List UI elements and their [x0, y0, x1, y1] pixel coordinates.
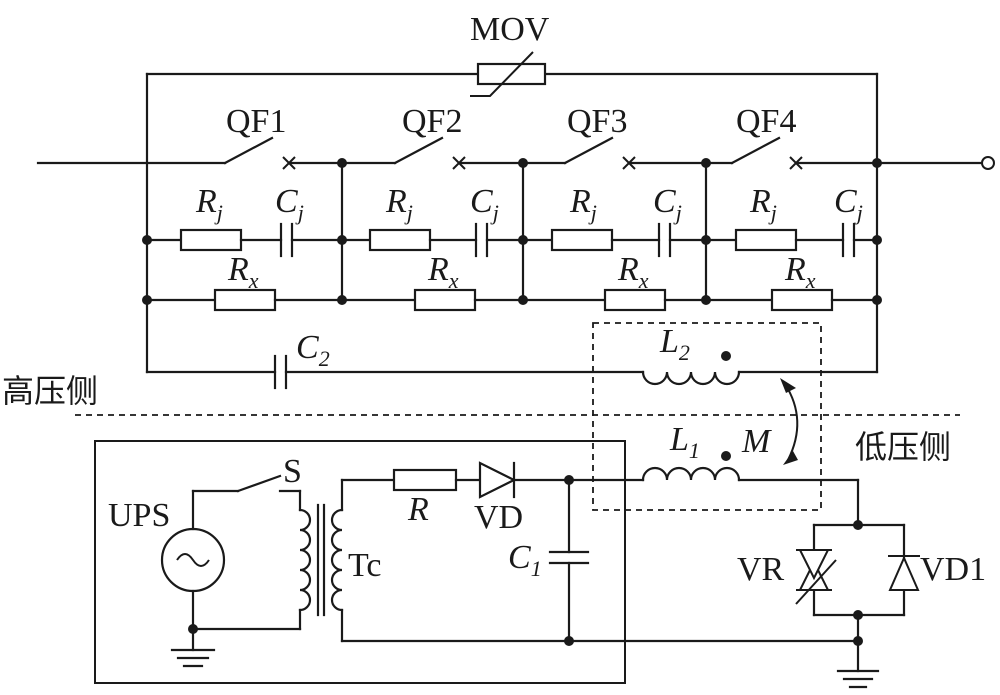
vd-label: VD	[474, 499, 523, 536]
breaker-qf2: QF2	[393, 103, 466, 170]
rx-row	[145, 288, 879, 312]
vr-label: VR	[737, 551, 785, 588]
rj-labels: Rj Rj Rj Rj	[195, 183, 777, 225]
svg-text:C2: C2	[296, 329, 330, 371]
svg-text:Cj: Cj	[834, 183, 863, 225]
svg-text:Rj: Rj	[385, 183, 413, 225]
resistor-rj-3	[550, 228, 614, 252]
charging-box	[94, 440, 626, 684]
transformer-tc: Tc	[278, 478, 382, 643]
resistor-r	[392, 468, 458, 492]
svg-text:Rx: Rx	[227, 251, 259, 293]
svg-text:L2: L2	[659, 323, 690, 365]
high-side-label: 高压侧	[2, 372, 98, 410]
charging-path: R VD C1	[340, 461, 860, 646]
coupling-box	[592, 322, 822, 511]
rj-cj-row	[145, 222, 879, 258]
svg-text:Rx: Rx	[427, 251, 459, 293]
vertical-buses	[145, 72, 879, 374]
low-side-label: 低压侧	[855, 428, 951, 466]
svg-text:Rx: Rx	[784, 251, 816, 293]
svg-text:L1: L1	[669, 421, 700, 463]
resistor-rx-3	[603, 288, 667, 312]
vd1-label: VD1	[920, 551, 986, 588]
mutual-inductance: M	[741, 378, 799, 465]
svg-text:Cj: Cj	[275, 183, 304, 225]
svg-text:M: M	[741, 423, 772, 460]
terminal-node	[981, 156, 995, 170]
resistor-rx-4	[770, 288, 834, 312]
svg-text:Rx: Rx	[617, 251, 649, 293]
ups-source: UPS S	[108, 453, 302, 668]
tc-label: Tc	[348, 547, 382, 584]
svg-text:C1: C1	[508, 539, 542, 581]
rx-labels: Rx Rx Rx Rx	[227, 251, 816, 293]
resistor-rj-2	[368, 228, 432, 252]
junction-dots	[142, 158, 882, 305]
svg-text:Cj: Cj	[653, 183, 682, 225]
mov-label: MOV	[470, 11, 550, 48]
breaker-qf4: QF4	[730, 103, 803, 170]
c2-l2-row: C2 L2	[145, 323, 879, 390]
resistor-rx-1	[213, 288, 277, 312]
r-label: R	[407, 491, 429, 528]
breaker-qf1: QF1	[223, 103, 296, 170]
inductor-l1-group: L1	[641, 421, 860, 482]
qf2-label: QF2	[402, 103, 462, 140]
resistor-rj-1	[179, 228, 243, 252]
svg-text:Rj: Rj	[195, 183, 223, 225]
varistor-vr	[795, 549, 837, 605]
qf3-label: QF3	[567, 103, 627, 140]
ups-label: UPS	[108, 497, 170, 534]
mov-branch: MOV	[145, 11, 879, 97]
cj-labels: Cj Cj Cj Cj	[275, 183, 863, 225]
svg-text:Cj: Cj	[470, 183, 499, 225]
switch-s-label: S	[283, 453, 302, 490]
inductor-l1	[641, 466, 741, 482]
diode-vd	[478, 461, 517, 499]
main-line	[36, 156, 995, 170]
inductor-l2	[641, 370, 741, 386]
resistor-rj-4	[734, 228, 798, 252]
svg-text:Rj: Rj	[569, 183, 597, 225]
qf1-label: QF1	[226, 103, 286, 140]
breaker-qf3: QF3	[563, 103, 636, 170]
qf4-label: QF4	[736, 103, 796, 140]
vr-vd1-bridge: VR VD1	[737, 478, 986, 689]
resistor-rx-2	[413, 288, 477, 312]
svg-text:Rj: Rj	[749, 183, 777, 225]
diode-vd1	[888, 555, 920, 591]
